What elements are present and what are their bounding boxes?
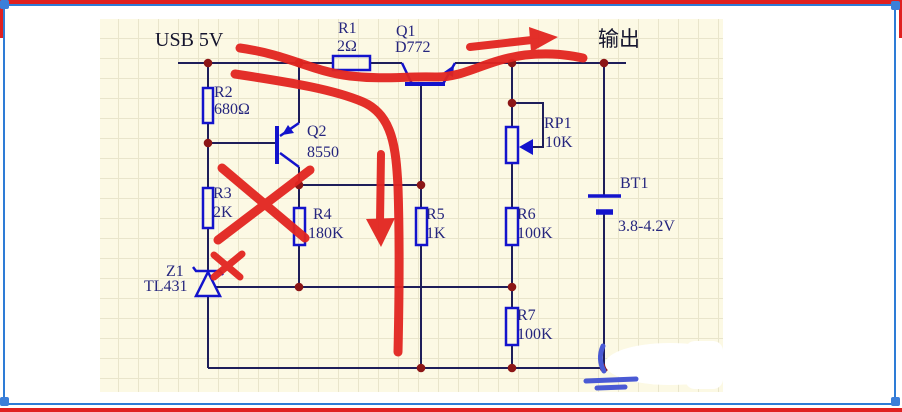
label-r3-ref: R3 <box>213 185 232 202</box>
label-bt1-val: 3.8-4.2V <box>618 218 675 235</box>
label-r4-val: 180K <box>308 225 344 242</box>
q2-emitter-arrow <box>282 125 294 135</box>
circuit-drawing <box>178 27 723 391</box>
output-net-label: 输出 <box>598 27 640 51</box>
flow-arrow-down-head <box>366 218 395 247</box>
resistor-r1-body <box>331 54 372 72</box>
label-r6-val: 100K <box>517 225 553 242</box>
label-r7-val: 100K <box>517 326 553 343</box>
label-z1-val: TL431 <box>144 278 188 295</box>
resistor-r3-body <box>201 186 215 230</box>
flow-curve-down <box>230 69 404 357</box>
label-q1-ref: Q1 <box>396 23 416 40</box>
outer-red-border-right <box>899 0 902 38</box>
label-r3-val: 2K <box>213 204 233 221</box>
label-r6-ref: R6 <box>517 206 536 223</box>
outer-red-border-top <box>0 0 902 4</box>
label-q2-ref: Q2 <box>307 123 327 140</box>
eraser-blob <box>605 341 723 389</box>
x-mark-large <box>213 163 315 245</box>
resistor-r2-body <box>201 86 215 125</box>
resistor-r7-body <box>504 306 520 347</box>
selection-handle-bottom-right[interactable] <box>891 397 900 406</box>
selection-handle-bottom-left[interactable] <box>0 397 9 406</box>
outer-red-border-left <box>0 0 3 38</box>
rp1-wiper-arrow <box>519 139 533 155</box>
label-r1-ref: R1 <box>338 20 357 37</box>
label-r1-val: 2Ω <box>337 38 357 55</box>
label-r7-ref: R7 <box>517 307 536 324</box>
ground-symbol <box>583 343 639 391</box>
x-mark-small <box>210 250 246 281</box>
selection-handle-top-right[interactable] <box>891 1 900 10</box>
wires <box>178 62 626 369</box>
label-q2-val: 8550 <box>307 144 339 161</box>
label-r4-ref: R4 <box>313 206 332 223</box>
outer-red-border-bottom <box>0 408 902 412</box>
label-z1-ref: Z1 <box>166 263 184 280</box>
red-annotations <box>210 27 588 357</box>
flow-arrow-down-shaft <box>376 150 385 226</box>
label-q1-val: D772 <box>395 39 431 56</box>
flow-stroke-top <box>235 43 588 83</box>
label-r2-val: 680Ω <box>214 101 250 118</box>
transistor-q2-symbol <box>275 121 300 169</box>
flow-arrow-right-head <box>529 27 558 52</box>
battery-bt1-symbol <box>588 194 621 215</box>
flow-arrow-right-shaft <box>466 36 536 51</box>
selection-handle-top-left[interactable] <box>0 0 9 9</box>
selection-border <box>3 4 896 405</box>
input-net-label: USB 5V <box>155 29 224 51</box>
resistor-r6-body <box>504 206 520 247</box>
schematic-image[interactable]: USB 5V 输出 R1 2Ω Q1 D772 R2 680Ω Q2 8550 … <box>100 19 723 392</box>
label-rp1-val: 10K <box>545 134 573 151</box>
potentiometer-rp1-body <box>504 125 520 165</box>
label-r5-val: 1K <box>426 225 446 242</box>
label-r5-ref: R5 <box>426 206 445 223</box>
label-r2-ref: R2 <box>214 84 233 101</box>
resistor-r5-body <box>414 206 429 247</box>
label-rp1-ref: RP1 <box>544 115 572 132</box>
label-bt1-ref: BT1 <box>620 175 649 192</box>
